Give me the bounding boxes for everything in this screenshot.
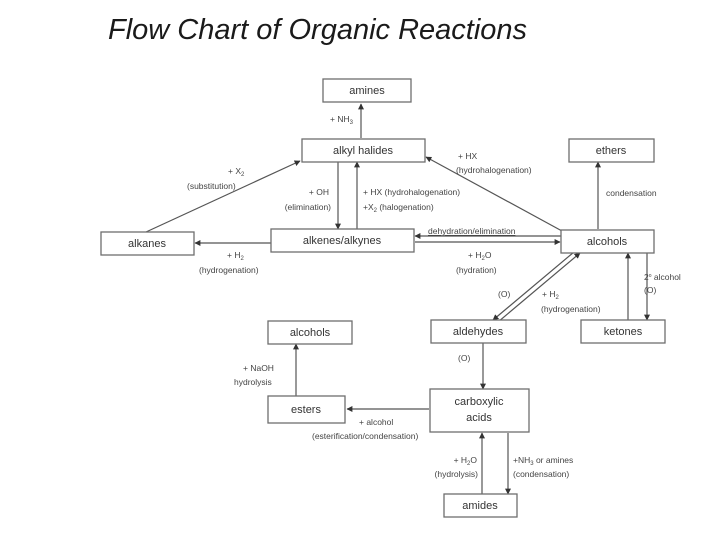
label-esterification: (esterification/condensation) <box>312 431 418 441</box>
svg-text:esters: esters <box>291 404 321 416</box>
label-condensation: condensation <box>606 188 657 198</box>
label-hx: + HX <box>458 151 477 161</box>
label-x2-halogenation: +X2 (halogenation) <box>363 202 434 214</box>
label-hx-hydrohalogenation: + HX (hydrohalogenation) <box>363 187 460 197</box>
label-substitution: (substitution) <box>187 181 236 191</box>
svg-text:aldehydes: aldehydes <box>453 326 504 338</box>
label-h2o-c: + H2O <box>454 455 478 467</box>
label-naoh: + NaOH <box>243 363 274 373</box>
svg-text:amides: amides <box>462 500 498 512</box>
label-secondary-alcohol: 2o alcohol <box>644 272 681 282</box>
svg-text:carboxylic: carboxylic <box>455 396 504 408</box>
node-alkyl-halides: alkyl halides <box>301 138 426 163</box>
node-alkenes-alkynes: alkenes/alkynes <box>270 228 415 253</box>
label-hydration: (hydration) <box>456 265 497 275</box>
label-h2-b: + H2 <box>542 289 559 301</box>
label-h2: + H2 <box>227 250 244 262</box>
label-oh: + OH <box>309 187 329 197</box>
svg-text:alkanes: alkanes <box>128 238 166 250</box>
svg-text:alkyl halides: alkyl halides <box>333 145 393 157</box>
node-carboxylic-acids: carboxylic acids <box>429 388 530 433</box>
label-dehydration: dehydration/elimination <box>428 226 516 236</box>
label-oxidation-carboxylic: (O) <box>458 353 470 363</box>
label-hydrolysis: hydrolysis <box>234 377 272 387</box>
label-alcohol: + alcohol <box>359 417 393 427</box>
edge-aldehydes-to-alcohols <box>497 252 581 323</box>
node-alcohols-from-esters: alcohols <box>267 320 353 345</box>
svg-text:alkenes/alkynes: alkenes/alkynes <box>303 235 382 247</box>
edge-alkanes-to-alkylhalides <box>145 160 301 233</box>
node-ketones: ketones <box>580 319 666 344</box>
label-oxidation-ketone: (O) <box>644 285 656 295</box>
label-h2o: + H2O <box>468 250 492 262</box>
label-hydrolysis-paren: (hydrolysis) <box>435 469 479 479</box>
node-amines: amines <box>322 78 412 103</box>
node-ethers: ethers <box>568 138 655 163</box>
edge-alcohols-to-aldehydes <box>492 251 575 321</box>
svg-text:acids: acids <box>466 412 492 424</box>
chart-title: Flow Chart of Organic Reactions <box>108 14 528 46</box>
label-oxidation-aldehyde: (O) <box>498 289 510 299</box>
svg-text:ethers: ethers <box>596 145 627 157</box>
label-nh3-amines: +NH3 or amines <box>513 455 573 467</box>
node-esters: esters <box>267 395 346 424</box>
svg-text:ketones: ketones <box>604 326 643 338</box>
label-hydrogenation: (hydrogenation) <box>199 265 259 275</box>
label-condensation-paren: (condensation) <box>513 469 569 479</box>
node-alcohols: alcohols <box>560 229 655 254</box>
label-hydrohalogenation: (hydrohalogenation) <box>456 165 532 175</box>
edge-alcohols-to-alkylhalides <box>425 156 563 232</box>
node-alkanes: alkanes <box>100 231 195 256</box>
svg-text:amines: amines <box>349 85 385 97</box>
label-elimination: (elimination) <box>285 202 331 212</box>
node-amides: amides <box>443 493 518 518</box>
label-nh3: + NH3 <box>330 114 354 126</box>
label-hydrogenation-b: (hydrogenation) <box>541 304 601 314</box>
node-aldehydes: aldehydes <box>430 319 527 344</box>
svg-text:alcohols: alcohols <box>587 236 628 248</box>
label-x2: + X2 <box>228 166 245 178</box>
svg-text:alcohols: alcohols <box>290 327 331 339</box>
